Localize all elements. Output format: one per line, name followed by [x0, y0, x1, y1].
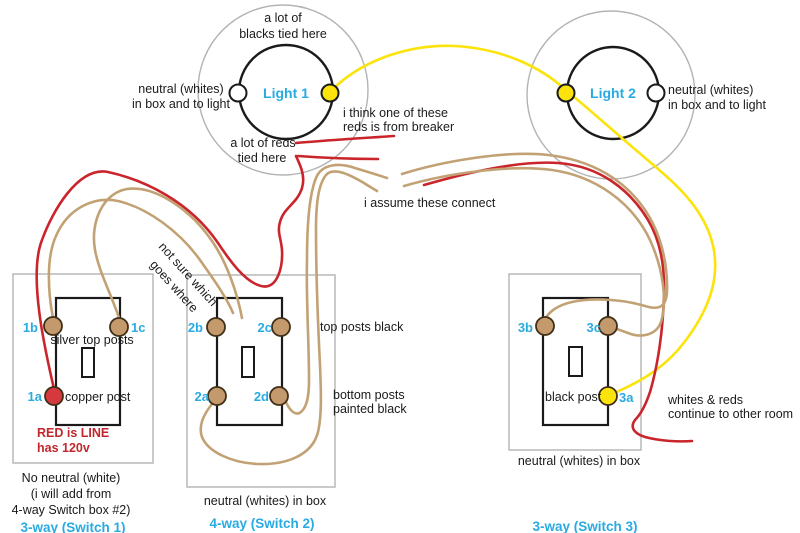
light1-junction-box-circle — [197, 4, 369, 176]
switch1-title: 3-way (Switch 1) — [20, 520, 125, 533]
tan-wire-to-3b — [400, 152, 669, 322]
switch3-black-post-note: black post — [545, 390, 602, 404]
light1-neutral-note-line2: in box and to light — [132, 97, 231, 111]
post-3a — [598, 386, 618, 406]
light1-blacks-note-line2: blacks tied here — [239, 27, 327, 41]
post-2c — [271, 317, 291, 337]
switch2-top-posts-note: top posts black — [320, 320, 404, 334]
post-3c — [598, 316, 618, 336]
light2-neutral-note-line1: neutral (whites) — [668, 83, 753, 97]
tan-wire-from-1c — [92, 187, 244, 320]
switch2-body — [215, 296, 284, 427]
tan-wire-to-3c — [402, 166, 666, 337]
switch1-caption-line1: No neutral (white) — [22, 471, 121, 485]
switch1-caption-line3: 4-way Switch box #2) — [12, 503, 131, 517]
post-1c-label: 1c — [131, 320, 145, 335]
post-3a-label: 3a — [619, 390, 634, 405]
switch1-copper-post-note: copper post — [65, 390, 131, 404]
switch2-bottom-posts-note-line1: bottom posts — [333, 388, 405, 402]
tan-wire-from-2d — [283, 163, 389, 415]
connect-note: i assume these connect — [364, 196, 496, 210]
breaker-note-line2: reds is from breaker — [343, 120, 454, 134]
light1-neutral-note-line1: neutral (whites) — [138, 82, 223, 96]
switch1-body — [54, 296, 122, 427]
light2-neutral-terminal-dot — [646, 83, 666, 103]
switch3-toggle — [568, 346, 583, 377]
red-stub-breaker-1 — [294, 134, 396, 145]
light2-junction-box-circle — [526, 10, 696, 180]
post-2b — [206, 317, 226, 337]
post-2d — [269, 386, 289, 406]
light1-reds-note-line2: tied here — [238, 151, 287, 165]
post-1c — [109, 317, 129, 337]
post-2d-label: 2d — [254, 389, 269, 404]
post-3b — [535, 316, 555, 336]
light2-neutral-note-line2: in box and to light — [668, 98, 767, 112]
switch1-caption-line2: (i will add from — [31, 487, 112, 501]
switch3-box — [508, 273, 642, 451]
red-line-wire-from-1a — [35, 154, 305, 391]
light1-reds-note-line1: a lot of reds — [230, 136, 295, 150]
post-2b-label: 2b — [188, 320, 203, 335]
post-1b-label: 1b — [23, 320, 38, 335]
post-2c-label: 2c — [258, 320, 272, 335]
light2-label: Light 2 — [590, 85, 636, 101]
switch2-box — [186, 274, 336, 488]
light1-blacks-note-line1: a lot of — [264, 11, 302, 25]
tan-wire-from-1b — [47, 198, 235, 320]
switch3-caption: neutral (whites) in box — [518, 454, 641, 468]
switch2-caption: neutral (whites) in box — [204, 494, 327, 508]
red-stub-breaker-2 — [296, 154, 380, 161]
yellow-traveler-wire — [330, 44, 717, 396]
light1-label: Light 1 — [263, 85, 309, 101]
post-3b-label: 3b — [518, 320, 533, 335]
light1-neutral-terminal-dot — [228, 83, 248, 103]
switch1-box — [12, 273, 154, 464]
switch2-toggle — [241, 346, 255, 378]
switch1-silver-posts-note: silver top posts — [50, 333, 133, 347]
light2-hot-terminal-dot — [556, 83, 576, 103]
tan-wire-from-2a-loop — [199, 170, 379, 466]
breaker-note-line1: i think one of these — [343, 106, 448, 120]
post-1a — [44, 386, 64, 406]
post-1a-label: 1a — [28, 389, 43, 404]
continue-note-line2: continue to other room — [668, 407, 793, 421]
switch2-title: 4-way (Switch 2) — [209, 516, 314, 531]
post-2a — [207, 386, 227, 406]
switch2-bottom-posts-note-line2: painted black — [333, 402, 407, 416]
switch1-red-line-note-line1: RED is LINE — [37, 426, 109, 440]
switch3-title: 3-way (Switch 3) — [532, 519, 637, 533]
post-3c-label: 3c — [587, 320, 601, 335]
post-2a-label: 2a — [195, 389, 210, 404]
light1-hot-terminal-dot — [320, 83, 340, 103]
switch3-body — [541, 296, 610, 427]
continue-note-line1: whites & reds — [667, 393, 743, 407]
post-1b — [43, 316, 63, 336]
switch1-red-line-note-line2: has 120v — [37, 441, 90, 455]
switch1-toggle — [81, 347, 95, 378]
